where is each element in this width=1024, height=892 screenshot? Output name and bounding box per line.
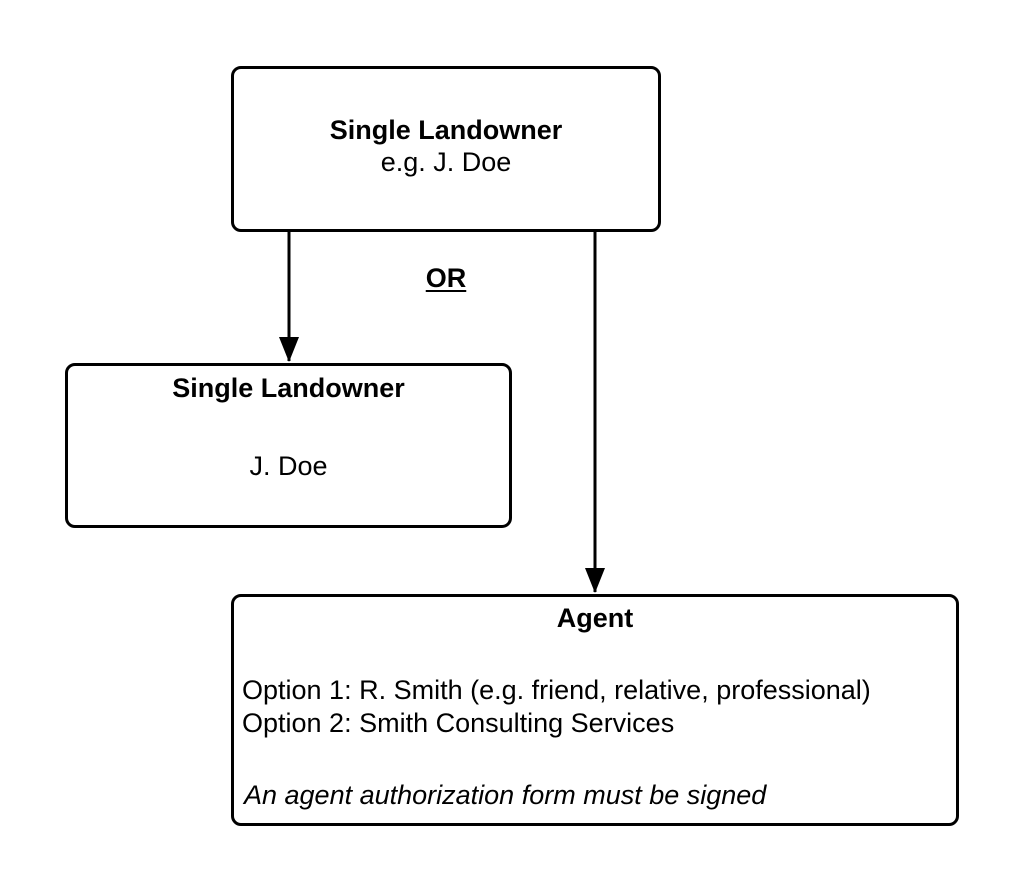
arrowhead-agent (585, 568, 605, 593)
agent-option-2: Option 2: Smith Consulting Services (242, 708, 675, 738)
agent-node: Agent Option 1: R. Smith (e.g. friend, r… (231, 594, 959, 826)
top-node-title: Single Landowner (329, 115, 563, 145)
agent-authorization-note: An agent authorization form must be sign… (244, 780, 767, 810)
agent-option-1: Option 1: R. Smith (e.g. friend, relativ… (242, 675, 871, 705)
top-node-single-landowner: Single Landowner e.g. J. Doe (231, 66, 661, 232)
agent-node-title: Agent (556, 603, 634, 633)
left-node-title: Single Landowner (172, 373, 405, 403)
top-node-subtitle: e.g. J. Doe (380, 147, 512, 177)
or-label: OR (425, 263, 467, 293)
arrowhead-left (279, 337, 299, 362)
left-node-single-landowner: Single Landowner J. Doe (65, 363, 512, 528)
left-node-body: J. Doe (249, 451, 328, 481)
